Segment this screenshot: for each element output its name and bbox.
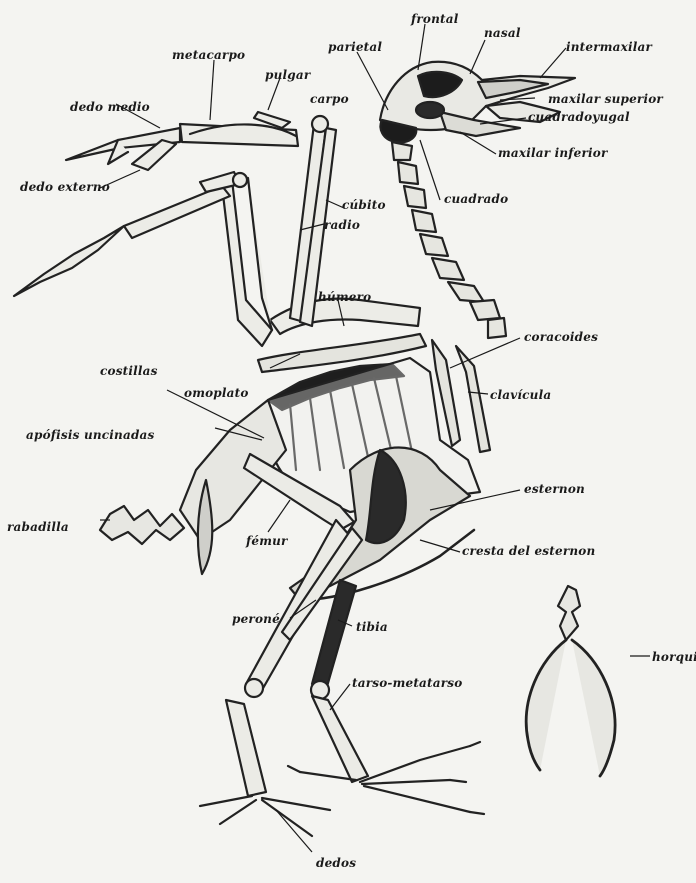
label-nasal: nasal bbox=[484, 27, 521, 39]
label-esternon: esternon bbox=[524, 483, 585, 495]
label-cuadradoyugal: cuadradoyugal bbox=[528, 111, 630, 123]
label-humero: húmero bbox=[318, 291, 371, 303]
label-tarso-metatarso: tarso-metatarso bbox=[352, 677, 462, 689]
skull bbox=[380, 62, 575, 143]
label-cuadrado: cuadrado bbox=[444, 193, 508, 205]
label-dedos: dedos bbox=[316, 857, 356, 869]
label-apofisis-uncinadas: apófisis uncinadas bbox=[26, 429, 154, 441]
label-omoplato: omoplato bbox=[184, 387, 249, 399]
label-tibia: tibia bbox=[356, 621, 388, 633]
label-costillas: costillas bbox=[100, 365, 158, 377]
label-maxilar-superior: maxilar superior bbox=[548, 93, 663, 105]
label-femur: fémur bbox=[246, 535, 288, 547]
label-dedo-externo: dedo externo bbox=[20, 181, 110, 193]
torso bbox=[258, 334, 490, 600]
label-perone: peroné bbox=[232, 613, 280, 625]
label-horquilla: horquilla bbox=[652, 651, 696, 663]
label-cubito: cúbito bbox=[342, 199, 386, 211]
label-parietal: parietal bbox=[328, 41, 382, 53]
label-maxilar-inferior: maxilar inferior bbox=[498, 147, 608, 159]
label-clavicula: clavícula bbox=[490, 389, 551, 401]
label-pulgar: pulgar bbox=[265, 69, 310, 81]
lower-wing bbox=[14, 172, 272, 346]
label-intermaxilar: intermaxilar bbox=[566, 41, 652, 53]
wishbone bbox=[526, 586, 615, 776]
label-radio: radio bbox=[324, 219, 360, 231]
label-rabadilla: rabadilla bbox=[7, 521, 69, 533]
label-dedo-medio: dedo medio bbox=[70, 101, 150, 113]
label-metacarpo: metacarpo bbox=[172, 49, 245, 61]
label-carpo: carpo bbox=[310, 93, 349, 105]
label-coracoides: coracoides bbox=[524, 331, 598, 343]
label-cresta-del-esternon: cresta del esternon bbox=[462, 545, 595, 557]
label-frontal: frontal bbox=[411, 13, 459, 25]
